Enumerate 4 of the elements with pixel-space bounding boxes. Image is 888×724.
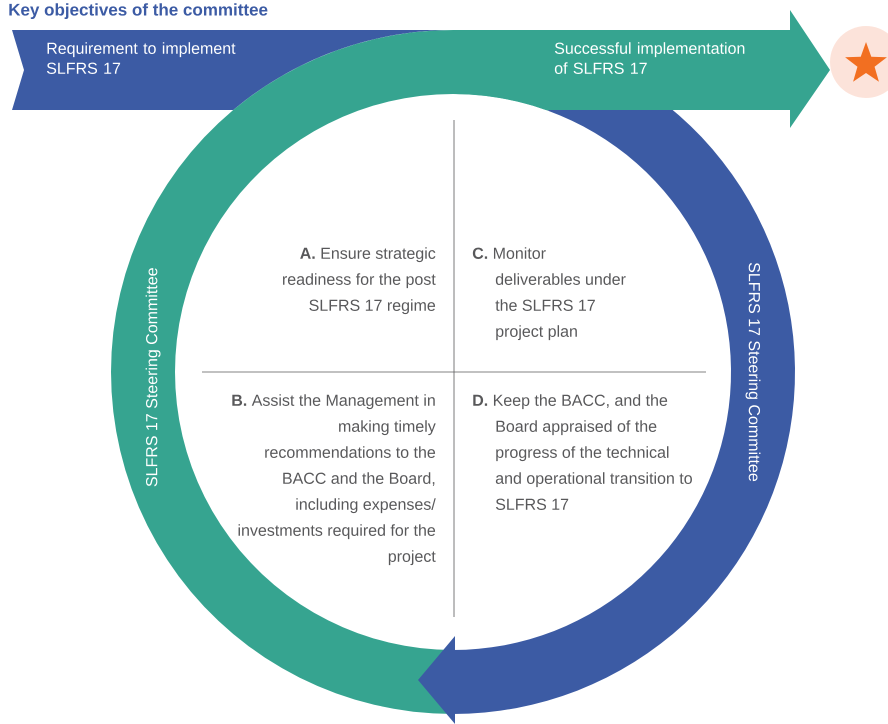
star-icon <box>830 26 888 98</box>
title: Key objectives of the committee <box>9 3 268 20</box>
arrow-banner: Successful implementation of SLFRS 17 <box>453 10 830 128</box>
banner: Requirement to implement SLFRS 17 <box>12 30 453 110</box>
